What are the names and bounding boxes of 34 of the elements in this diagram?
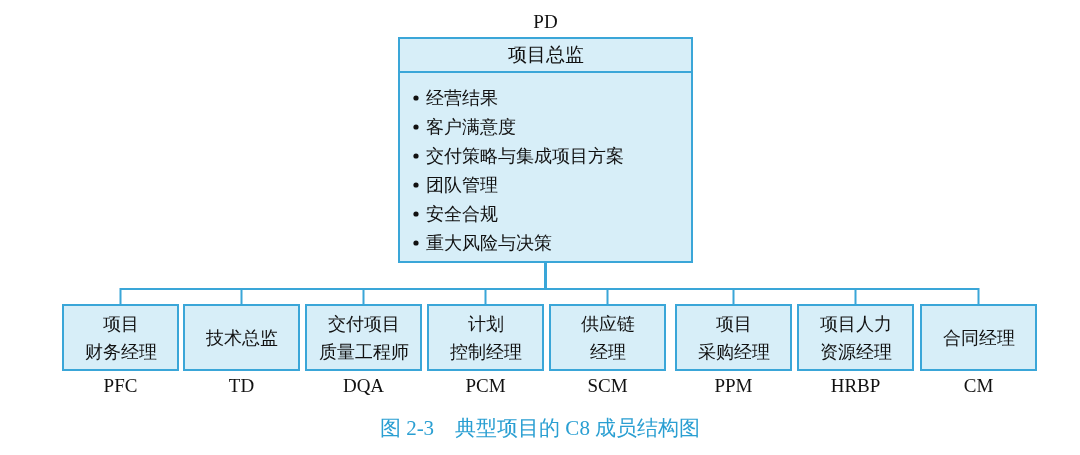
role-box: [675, 304, 792, 371]
role-box: [183, 304, 300, 371]
role-title: 项目总监: [507, 42, 584, 67]
role-abbreviation: SCM: [587, 375, 628, 397]
role-abbreviation: TD: [228, 375, 255, 397]
role-title: 计划控制经理: [448, 311, 523, 364]
role-box: [549, 304, 666, 371]
bullet-item: 客户满意度: [426, 115, 516, 139]
bullet-item: 团队管理: [426, 173, 498, 197]
role-title: 技术总监: [204, 325, 279, 350]
role-card: [398, 37, 693, 263]
bullet-item: 经营结果: [426, 86, 498, 110]
role-box: [305, 304, 422, 371]
role-abbreviation: CM: [963, 375, 994, 397]
bullet-item: 交付策略与集成项目方案: [426, 144, 624, 168]
role-abbreviation: DQA: [342, 375, 385, 397]
role-box: [427, 304, 544, 371]
role-box: [797, 304, 914, 371]
role-title: 项目采购经理: [696, 311, 771, 364]
role-box: [920, 304, 1037, 371]
role-abbreviation: PD: [533, 11, 558, 33]
role-title: 项目人力资源经理: [818, 311, 893, 364]
figure-caption: 图 2-3 典型项目的 C8 成员结构图: [379, 416, 701, 440]
bullet-item: 重大风险与决策: [426, 231, 552, 255]
role-box: [62, 304, 179, 371]
bullet-item: 安全合规: [426, 202, 498, 226]
role-abbreviation: PPM: [714, 375, 753, 397]
role-title: 交付项目质量工程师: [317, 311, 410, 364]
role-title: 项目财务经理: [83, 311, 158, 364]
role-abbreviation: PCM: [465, 375, 506, 397]
role-abbreviation: PFC: [103, 375, 138, 397]
role-title: 合同经理: [941, 325, 1016, 350]
role-abbreviation: HRBP: [830, 375, 881, 397]
role-title: 供应链经理: [579, 311, 636, 364]
